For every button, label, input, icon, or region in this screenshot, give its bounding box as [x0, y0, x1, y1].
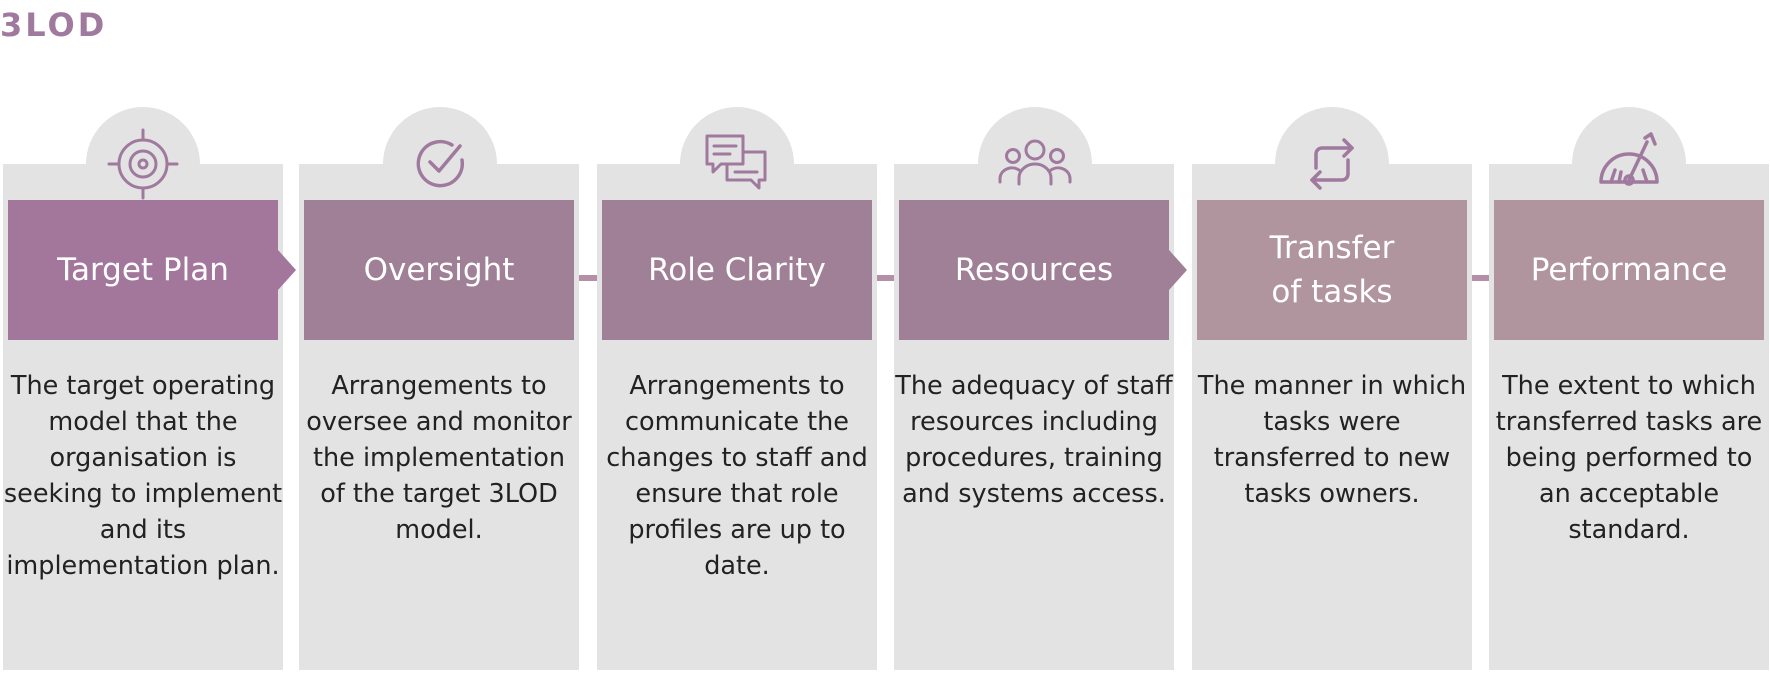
step-title: Transfer of tasks — [1269, 230, 1395, 310]
step-header-transfer-of-tasks: Transfer of tasks — [1197, 200, 1467, 340]
step-title: Role Clarity — [648, 252, 826, 288]
repeat-arrows-icon — [1310, 138, 1354, 190]
step-description: The extent to which transferred tasks ar… — [1495, 371, 1763, 545]
step-header-performance: Performance — [1494, 200, 1764, 340]
arrow-right-icon — [278, 250, 296, 290]
step-title: Oversight — [363, 252, 515, 288]
step-header-resources: Resources — [899, 200, 1187, 340]
step-description: Arrangements to oversee and monitor the … — [306, 371, 572, 545]
people-group-icon — [998, 139, 1072, 186]
chat-bubbles-icon — [705, 134, 767, 190]
step-description: The manner in which tasks were transferr… — [1197, 371, 1467, 509]
step-header-target-plan: Target Plan — [8, 200, 296, 340]
arrow-right-icon — [1169, 250, 1187, 290]
page-title: 3LOD — [0, 6, 108, 44]
step-header-oversight: Oversight — [304, 200, 574, 340]
step-title: Resources — [954, 252, 1114, 288]
step-description: The target operating model that the orga… — [3, 371, 283, 581]
target-icon — [107, 128, 179, 200]
step-description: The adequacy of staff resources includin… — [895, 371, 1173, 509]
step-header-role-clarity: Role Clarity — [602, 200, 872, 340]
connector-line — [570, 275, 606, 281]
check-circle-icon — [416, 139, 465, 188]
step-title: Target Plan — [57, 252, 229, 288]
step-description: Arrangements to communicate the changes … — [606, 371, 868, 581]
step-title: Performance — [1530, 252, 1728, 288]
connector-line — [1466, 275, 1502, 281]
speedometer-icon — [1599, 132, 1659, 186]
connector-line — [868, 275, 904, 281]
